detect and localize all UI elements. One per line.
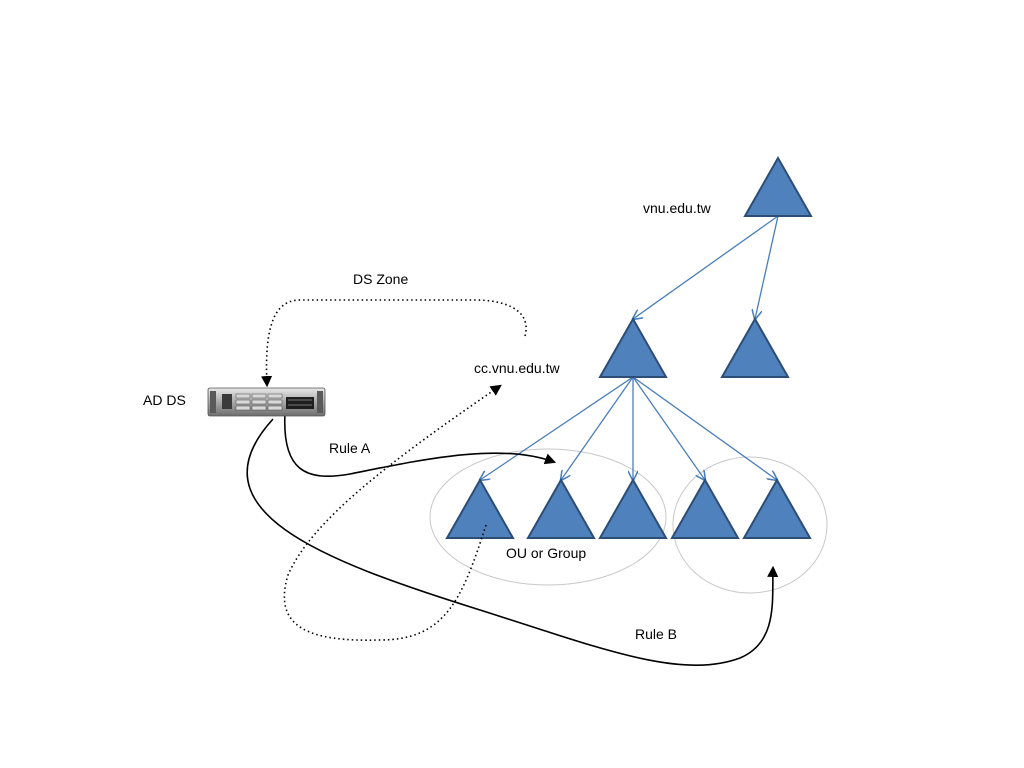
rule-b-label: Rule B — [635, 626, 677, 642]
root-domain-label: vnu.edu.tw — [643, 200, 712, 216]
tree-nodes — [445, 155, 813, 539]
triangle-node-icon-ou4 — [670, 477, 740, 539]
tree-edge-cc-to-ou1 — [480, 376, 634, 480]
tree-connectors — [480, 215, 779, 480]
ou-group-label: OU or Group — [506, 545, 586, 561]
group-ellipse-left — [429, 448, 667, 586]
ad-ds-label: AD DS — [143, 392, 186, 408]
triangle-node-icon-ou5 — [742, 477, 812, 539]
rack-server-icon — [207, 387, 326, 417]
rule-b-path — [246, 418, 779, 666]
triangle-node-icon-ou2 — [526, 477, 596, 539]
tree-edge-cc-to-ou4 — [632, 376, 705, 480]
cc-domain-label: cc.vnu.edu.tw — [474, 360, 560, 376]
rule-a-path — [283, 412, 557, 478]
tree-edge-cc-to-ou2 — [561, 376, 634, 480]
tree-edge-root-to-sibling — [755, 215, 779, 319]
rule-a-label: Rule A — [329, 440, 371, 456]
cc-link-dotted-path — [283, 384, 502, 641]
ds-zone-loop — [260, 299, 527, 388]
triangle-node-icon-ou3 — [598, 477, 668, 539]
triangle-node-icon-ou1 — [445, 477, 515, 539]
triangle-node-icon-sibling — [720, 316, 790, 378]
triangle-node-icon-cc — [598, 316, 668, 378]
triangle-node-icon-root — [743, 155, 813, 217]
group-ellipse-right — [672, 456, 828, 594]
ds-zone-label: DS Zone — [353, 271, 408, 287]
tree-edge-cc-to-ou5 — [632, 376, 777, 480]
tree-edge-root-to-cc — [633, 215, 779, 319]
